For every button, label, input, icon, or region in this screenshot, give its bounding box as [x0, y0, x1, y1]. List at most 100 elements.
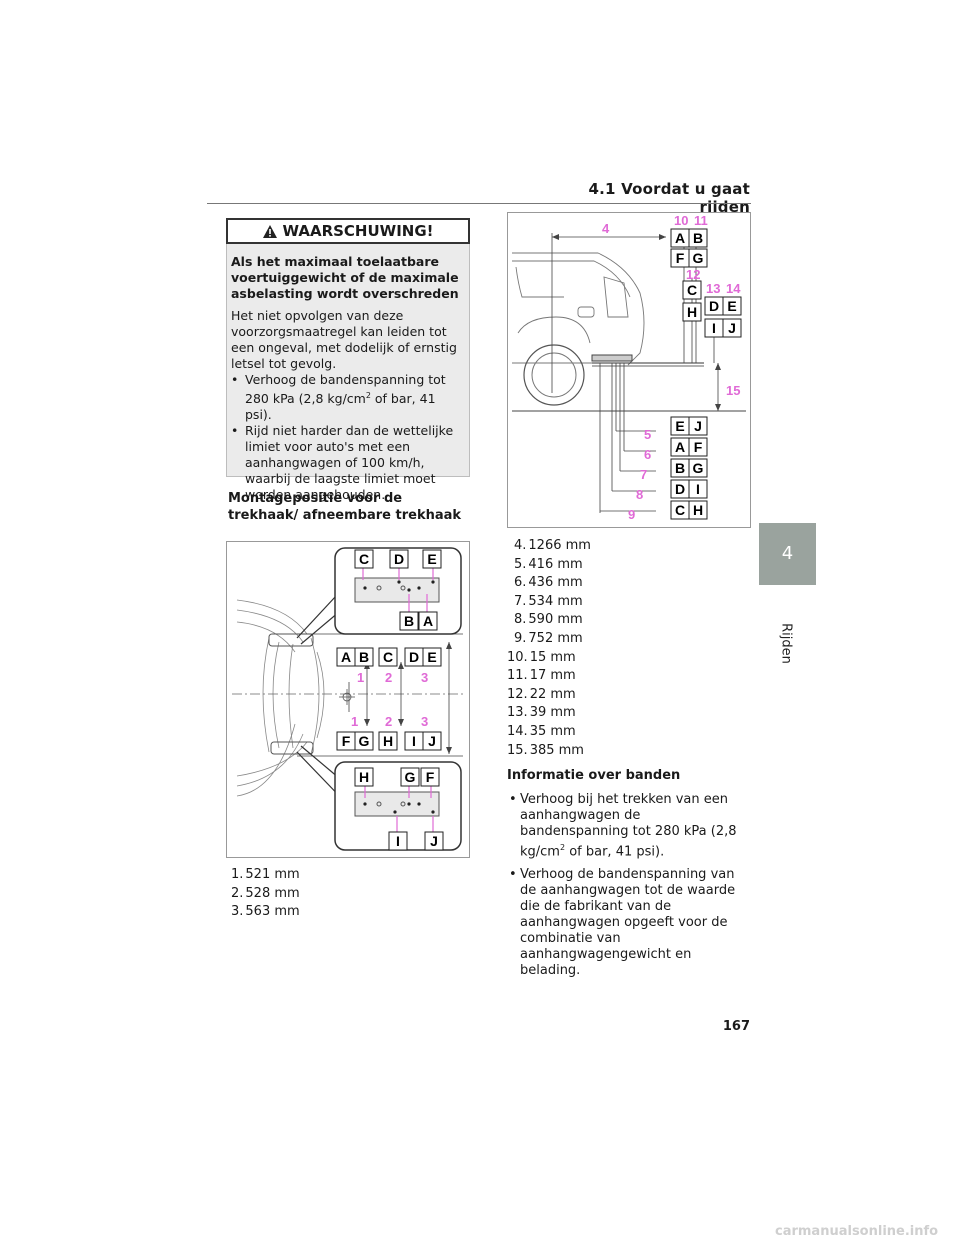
dimension-number: 2: [385, 670, 392, 685]
dimension-number: 12: [686, 267, 700, 282]
hitch-top-view-figure: C D E B A A B C D E 1 2 3 1 2 3: [226, 541, 470, 858]
measure-list-right: 4.1266 mm 5.416 mm 6.436 mm 7.534 mm 8.5…: [507, 537, 591, 760]
letter-label: G: [693, 460, 704, 476]
measure-row: 9.752 mm: [514, 630, 583, 646]
warning-bullet: • Rijd niet harder dan de wettelijke lim…: [231, 423, 465, 503]
warning-bullet: • Verhoog de bandenspanning tot 280 kPa …: [231, 372, 465, 423]
dimension-number: 10: [674, 213, 688, 228]
letter-label: H: [687, 304, 697, 320]
letter-label: I: [712, 320, 716, 336]
warning-triangle-icon: [263, 224, 278, 238]
measure-row: 13.39 mm: [507, 705, 576, 721]
dimension-number: 1: [351, 714, 358, 729]
letter-label: A: [423, 613, 433, 629]
measure-row: 12.22 mm: [507, 686, 576, 702]
letter-label: D: [675, 481, 685, 497]
letter-label: G: [405, 769, 416, 785]
warning-text: Het niet opvolgen van deze voorzorgsmaat…: [231, 308, 457, 371]
list-item: • Verhoog bij het trekken van een aanhan…: [507, 792, 752, 860]
dimension-number: 3: [421, 670, 428, 685]
letter-label: H: [359, 769, 369, 785]
measure-row: 7.534 mm: [514, 593, 583, 609]
measure-row: 1.521 mm: [231, 867, 300, 882]
measure-row: 11.17 mm: [507, 668, 576, 684]
letter-label: E: [427, 551, 436, 567]
bullet-dot: •: [509, 867, 517, 883]
list-item: • Verhoog de bandenspanning van de aanha…: [507, 867, 752, 979]
letter-label: E: [427, 649, 436, 665]
page-number: 167: [722, 1019, 750, 1034]
warning-title: Als het maximaal toelaatbare voertuiggew…: [231, 254, 459, 301]
bottom-inset-labels: H G F I J: [354, 767, 444, 851]
section-title: 4.1 Voordat u gaat rijden: [588, 180, 750, 216]
dimension-number: 14: [726, 281, 741, 296]
measure-row: 4.1266 mm: [514, 538, 591, 553]
dimension-number: 15: [726, 383, 740, 398]
list-item-text: Verhoog bij het trekken van een aanhangw…: [520, 792, 737, 860]
measure-row: 10.15 mm: [507, 649, 576, 665]
header-divider: [207, 203, 751, 204]
letter-label: A: [675, 439, 685, 455]
letter-label: C: [359, 551, 369, 567]
hitch-side-view-drawing: 4 10 11 A B F G 12 C H 13 14 D E I J: [512, 213, 746, 522]
letter-label: B: [359, 649, 369, 665]
upper-row-labels: A B C D E: [336, 647, 442, 667]
letter-label: B: [404, 613, 414, 629]
measure-row: 5.416 mm: [514, 556, 583, 572]
mount-position-heading: Montagepositie voor de trekhaak/ afneemb…: [228, 491, 462, 523]
letter-label: B: [675, 460, 685, 476]
letter-label: H: [383, 733, 393, 749]
letter-label: G: [359, 733, 370, 749]
list-item-text: Verhoog de bandenspanning van de aanhang…: [520, 867, 736, 979]
letter-label: A: [675, 230, 685, 246]
measure-list-left: 1.521 mm 2.528 mm 3.563 mm: [231, 866, 300, 922]
letter-label: F: [694, 439, 703, 455]
dimension-number: 2: [385, 714, 392, 729]
measure-row: 15.385 mm: [507, 742, 584, 758]
warning-bullet-text: Rijd niet harder dan de wettelijke limie…: [245, 423, 454, 503]
letter-label: C: [383, 649, 393, 665]
dimension-number: 6: [644, 447, 651, 462]
letter-label: J: [694, 418, 702, 434]
letter-label: J: [430, 833, 438, 849]
warning-bullet-text: Verhoog de bandenspanning tot 280 kPa (2…: [245, 372, 446, 423]
top-inset-labels: C D E B A: [354, 549, 442, 631]
hitch-top-view-drawing: C D E B A A B C D E 1 2 3 1 2 3: [232, 547, 463, 851]
chapter-tab[interactable]: 4: [759, 523, 816, 585]
dimension-number: 8: [636, 487, 643, 502]
letter-label: D: [409, 649, 419, 665]
chapter-tab-label: Rijden: [778, 623, 794, 664]
letter-label: B: [693, 230, 703, 246]
letter-label: J: [428, 733, 436, 749]
lower-dimension-rows: 5 6 7 8 9 E J A F B G D I C H: [600, 416, 708, 522]
bullet-dot: •: [231, 372, 239, 387]
letter-label: C: [675, 502, 685, 518]
warning-box: WAARSCHUWING! Als het maximaal toelaatba…: [226, 218, 470, 502]
measure-row: 6.436 mm: [514, 575, 583, 591]
warning-header: WAARSCHUWING!: [226, 218, 470, 244]
letter-label: F: [342, 733, 351, 749]
letter-label: H: [693, 502, 703, 518]
letter-label: I: [396, 833, 400, 849]
letter-label: F: [676, 250, 685, 266]
letter-label: C: [687, 282, 697, 298]
tire-info-heading: Informatie over banden: [507, 768, 681, 783]
tire-info-list: • Verhoog bij het trekken van een aanhan…: [507, 792, 752, 986]
dimension-number: 9: [628, 507, 635, 522]
dimension-number: 13: [706, 281, 720, 296]
bullet-dot: •: [231, 423, 239, 439]
letter-label: E: [727, 298, 736, 314]
letter-label: F: [426, 769, 435, 785]
dimension-number: 7: [640, 467, 647, 482]
letter-label: E: [675, 418, 684, 434]
warning-heading: WAARSCHUWING!: [282, 222, 434, 240]
dimension-number: 4: [602, 221, 610, 236]
measure-row: 3.563 mm: [231, 904, 300, 920]
footer-watermark: carmanualsonline.info: [775, 1224, 939, 1239]
letter-label: I: [696, 481, 700, 497]
letter-label: D: [394, 551, 404, 567]
lower-row-labels: F G H I J: [336, 731, 442, 751]
letter-label: I: [412, 733, 416, 749]
measure-row: 14.35 mm: [507, 723, 576, 739]
letter-label: J: [728, 320, 736, 336]
